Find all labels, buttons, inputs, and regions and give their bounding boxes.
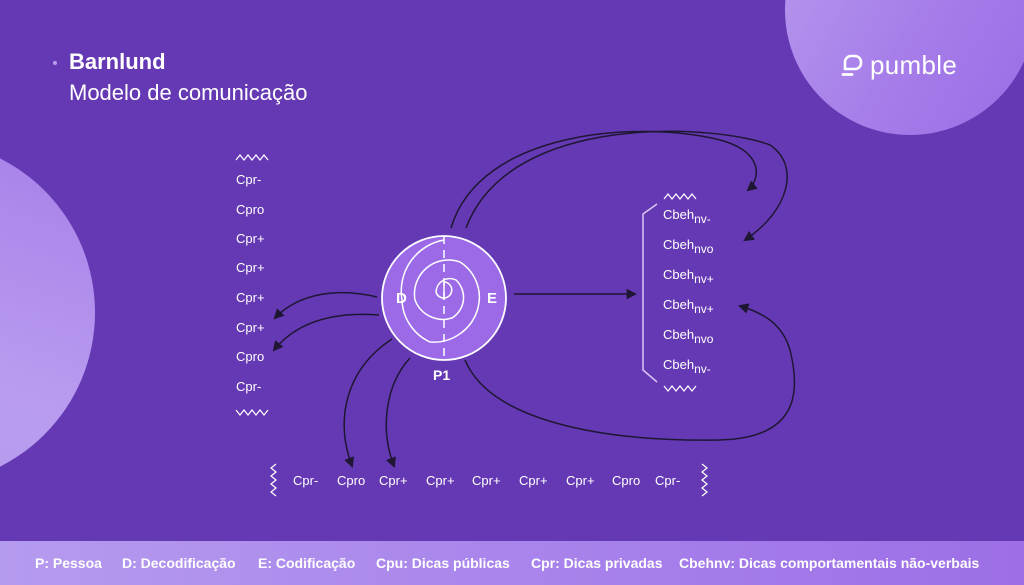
left-cue-6: Cpr+ (236, 320, 265, 335)
arrow-loop-to-cbeh (464, 303, 796, 441)
bottom-cue-2: Cpro (337, 473, 366, 488)
arrow-to-cbeh-2 (465, 130, 788, 242)
logo-text: pumble (870, 50, 958, 80)
left-cue-3: Cpr+ (236, 231, 265, 246)
legend-item-decodificacao: D: Decodificação (122, 555, 236, 571)
right-cue-6: Cbehnv- (663, 357, 711, 376)
right-cue-5: Cbehnvo (663, 327, 714, 346)
brand-logo: pumble (840, 51, 957, 79)
page-title: Barnlund (69, 49, 166, 74)
zigzag-bottom-row-right (701, 463, 708, 497)
legend-item-dicas-publicas: Cpu: Dicas públicas (376, 555, 510, 571)
legend-item-codificacao: E: Codificação (258, 555, 356, 571)
arrow-to-left-cpr-7 (272, 313, 380, 352)
bottom-cue-5: Cpr+ (472, 473, 501, 488)
bullet-dot-icon (53, 61, 57, 65)
zigzag-bottom-right (663, 385, 697, 392)
right-cue-2: Cbehnvo (663, 237, 714, 256)
person-label: P1 (433, 367, 451, 383)
left-cue-1: Cpr- (236, 172, 262, 187)
legend-item-dicas-comportamentais: Cbehnv: Dicas comportamentais não-verbai… (679, 555, 980, 571)
page-subtitle: Modelo de comunicação (69, 80, 308, 105)
bottom-cue-1: Cpr- (293, 473, 319, 488)
right-cue-1: Cbehnv- (663, 207, 711, 226)
legend-bar: P: Pessoa D: Decodificação E: Codificaçã… (0, 541, 1024, 585)
left-cue-5: Cpr+ (236, 290, 265, 305)
zigzag-top-left (235, 154, 269, 161)
pumble-logo-icon (841, 54, 863, 76)
zigzag-bottom-row-left (270, 463, 277, 497)
left-cue-8: Cpr- (236, 379, 262, 394)
bottom-cue-8: Cpro (612, 473, 641, 488)
left-cue-4: Cpr+ (236, 260, 265, 275)
left-cue-7: Cpro (236, 349, 265, 364)
bracket (642, 203, 658, 383)
person-circle (381, 235, 507, 361)
bottom-cue-3: Cpr+ (379, 473, 408, 488)
bottom-cue-9: Cpr- (655, 473, 681, 488)
bottom-cue-6: Cpr+ (519, 473, 548, 488)
arrow-to-bottom-cpr-3 (385, 357, 411, 468)
encode-label: E (487, 290, 498, 307)
left-cue-2: Cpro (236, 202, 265, 217)
zigzag-top-right (663, 193, 697, 200)
bottom-cue-4: Cpr+ (426, 473, 455, 488)
arrow-to-cbeh-1 (450, 130, 758, 229)
bottom-cue-7: Cpr+ (566, 473, 595, 488)
right-cue-3: Cbehnv+ (663, 267, 714, 286)
arrow-to-left-cpr-6 (273, 291, 378, 320)
legend-item-dicas-privadas: Cpr: Dicas privadas (531, 555, 663, 571)
right-cue-4: Cbehnv+ (663, 297, 714, 316)
arrow-to-bottom-cpr-2 (343, 338, 393, 468)
zigzag-bottom-left (235, 409, 269, 416)
legend-item-pessoa: P: Pessoa (35, 555, 102, 571)
decode-label: D (396, 290, 407, 307)
